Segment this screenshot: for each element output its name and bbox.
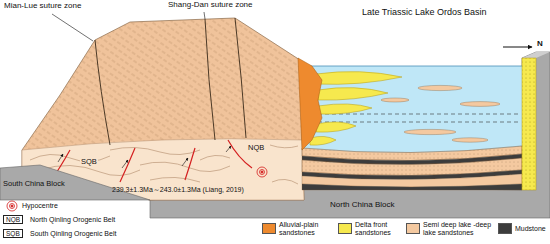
alluvial-fan bbox=[298, 58, 322, 150]
lake-layers bbox=[302, 146, 522, 190]
illustration-part bbox=[10, 204, 15, 209]
suture-label: Mian-Lue suture zone bbox=[4, 2, 81, 11]
illustration-part bbox=[150, 177, 200, 182]
illustration-part bbox=[30, 154, 110, 161]
illustration-part bbox=[270, 145, 298, 148]
illustration-part bbox=[95, 40, 110, 145]
legend-belt-box: NQB bbox=[3, 215, 23, 224]
legend-swatch bbox=[338, 223, 352, 234]
illustration-part bbox=[404, 129, 456, 134]
south-china-block bbox=[0, 165, 150, 200]
illustration-part bbox=[261, 171, 263, 173]
basin-title: Late Triassic Lake Ordos Basin bbox=[362, 8, 487, 18]
legend-item: Semi deep lake -deep lake sandstones bbox=[406, 221, 493, 236]
block-label: North China Block bbox=[330, 201, 394, 210]
suture-label: Shang-Dan suture zone bbox=[168, 1, 253, 10]
illustration-part bbox=[110, 147, 200, 154]
legend-swatch bbox=[262, 223, 276, 234]
illustration-part bbox=[318, 122, 520, 123]
legend-text: Delta front sandstones bbox=[355, 221, 401, 236]
belt-label: NQB bbox=[247, 144, 265, 152]
lake-surface bbox=[300, 66, 522, 67]
illustration-part bbox=[140, 162, 230, 171]
illustration-part bbox=[58, 154, 63, 162]
legend-text: Semi deep lake -deep lake sandstones bbox=[423, 221, 493, 236]
illustration-part bbox=[235, 18, 246, 138]
legend-row: Alluvial-plain sandstones Delta front san… bbox=[262, 221, 546, 236]
illustration-part bbox=[460, 102, 500, 107]
illustration-part bbox=[122, 160, 128, 168]
illustration-part bbox=[318, 88, 388, 101]
motion-arrows bbox=[58, 146, 231, 168]
belt-label: SQB bbox=[80, 158, 98, 166]
illustration-part bbox=[200, 155, 230, 160]
delta-fingers bbox=[310, 72, 402, 146]
legend-swatch bbox=[498, 223, 512, 234]
illustration-part bbox=[182, 158, 188, 166]
illustration-part bbox=[381, 98, 409, 102]
legend-text: North Qinling Orogenic Belt bbox=[30, 216, 115, 224]
illustration-part bbox=[310, 136, 336, 145]
legend-swatch bbox=[406, 223, 420, 234]
illustration-part bbox=[318, 104, 372, 114]
illustration-part bbox=[260, 170, 265, 175]
illustration-part bbox=[257, 167, 267, 177]
illustration-part bbox=[52, 14, 93, 41]
illustration-part bbox=[120, 148, 135, 182]
orogen-texture bbox=[22, 18, 302, 150]
illustration-part bbox=[418, 85, 462, 90]
illustration-part bbox=[205, 19, 215, 140]
illustration-part bbox=[185, 148, 195, 180]
legend-belt-box: SQB bbox=[3, 229, 23, 238]
legend-hypocentre-symbol bbox=[7, 201, 17, 211]
north-delta bbox=[522, 58, 536, 190]
block-label: South China Block bbox=[3, 180, 65, 188]
illustration-part bbox=[11, 205, 13, 207]
legend-text: Mudstone bbox=[515, 225, 546, 233]
lake bbox=[302, 66, 522, 190]
north-arrow bbox=[503, 47, 532, 48]
north-delta-dots bbox=[522, 58, 536, 190]
legend-text: South Qinling Orogenic Belt bbox=[30, 230, 116, 238]
age-label: 239.3±1.3Ma～243.0±1.3Ma (Liang, 2019) bbox=[112, 186, 244, 194]
illustration-part bbox=[302, 184, 522, 190]
legend-text: Hypocentre bbox=[22, 202, 58, 210]
illustration-part bbox=[316, 122, 356, 132]
legend-text: Alluvial-plain sandstones bbox=[279, 221, 333, 236]
illustration-part bbox=[226, 146, 231, 152]
hypocentre-symbol bbox=[257, 167, 267, 177]
illustration-part bbox=[318, 114, 520, 115]
illustration-part bbox=[452, 138, 488, 142]
legend-item: Mudstone bbox=[498, 223, 546, 234]
illustration-part bbox=[7, 201, 17, 211]
illustration-part bbox=[302, 174, 522, 187]
north-label: N bbox=[537, 40, 543, 49]
illustration-part bbox=[272, 179, 298, 184]
suture-lines bbox=[95, 18, 246, 145]
leader-lines bbox=[52, 12, 205, 41]
illustration-part bbox=[316, 72, 402, 85]
dashed-lines bbox=[318, 114, 520, 122]
block-top-face bbox=[522, 52, 550, 58]
legend-item: Delta front sandstones bbox=[338, 221, 401, 236]
illustration-part bbox=[204, 12, 205, 19]
legend-item: Alluvial-plain sandstones bbox=[262, 221, 333, 236]
faults bbox=[50, 140, 252, 182]
